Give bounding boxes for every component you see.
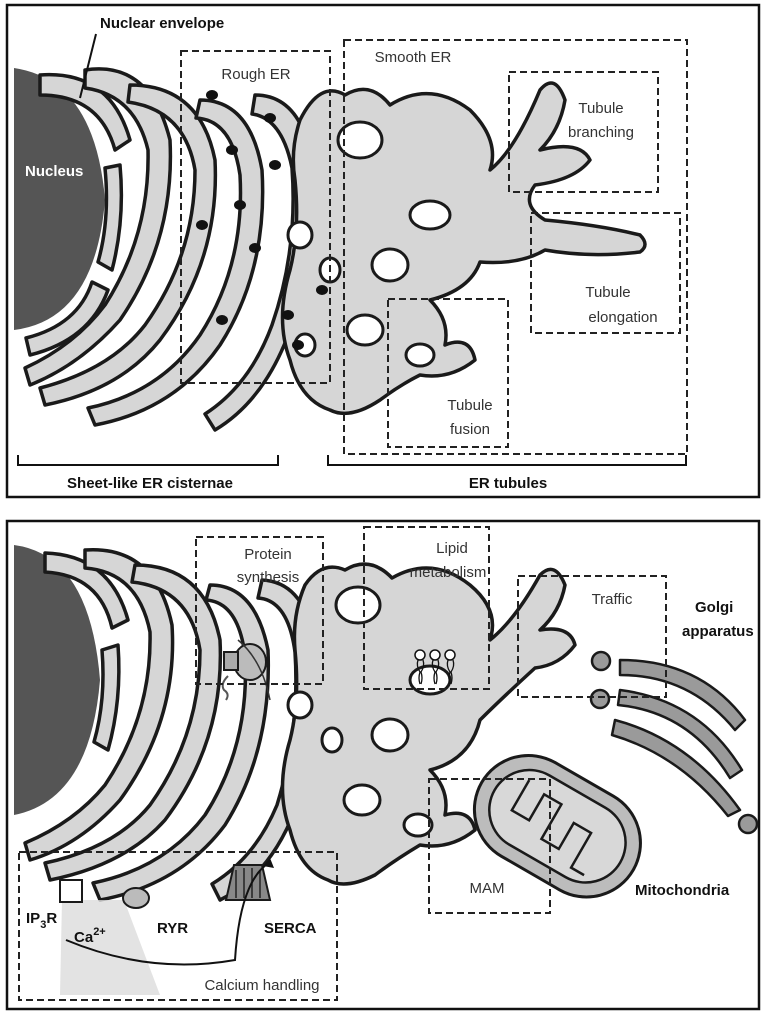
- tubule-elongation-label-1: Tubule: [585, 284, 630, 301]
- protein-synthesis-label-2: synthesis: [237, 569, 300, 586]
- calcium-handling-label: Calcium handling: [204, 977, 319, 994]
- tubule-fusion-label-2: fusion: [450, 421, 490, 438]
- tubule-branching-label-2: branching: [568, 124, 634, 141]
- protein-synthesis-label-1: Protein: [244, 546, 292, 563]
- tubule-fusion-label-1: Tubule: [447, 397, 492, 414]
- smooth-er-label: Smooth ER: [375, 49, 452, 66]
- traffic-label: Traffic: [592, 591, 633, 608]
- er-tubules-label: ER tubules: [469, 475, 547, 492]
- rough-er-label: Rough ER: [221, 66, 290, 83]
- tubule-elongation-label-2: elongation: [588, 309, 657, 326]
- ryr-label: RYR: [157, 920, 188, 937]
- mitochondria-label: Mitochondria: [635, 882, 730, 899]
- golgi-label-2: apparatus: [682, 623, 754, 640]
- lipid-metabolism-label-1: Lipid: [436, 540, 468, 557]
- lipid-metabolism-label-2: metabolism: [410, 564, 487, 581]
- ip3r-channel-icon: [60, 880, 82, 902]
- tubule-branching-label-1: Tubule: [578, 100, 623, 117]
- ryr-channel-icon: [123, 888, 149, 908]
- serca-label: SERCA: [264, 920, 317, 937]
- top-panel: Nuclear envelope Nucleus Rough ER Smooth…: [7, 5, 759, 497]
- nucleus-label: Nucleus: [25, 163, 83, 180]
- sheet-like-label: Sheet-like ER cisternae: [67, 475, 233, 492]
- serca-pump-icon: [226, 865, 270, 900]
- bottom-panel: Protein synthesis Lipid metabolism Traff…: [7, 521, 759, 1009]
- golgi-label-1: Golgi: [695, 599, 733, 616]
- mam-label: MAM: [470, 880, 505, 897]
- nuclear-envelope-label: Nuclear envelope: [100, 15, 224, 32]
